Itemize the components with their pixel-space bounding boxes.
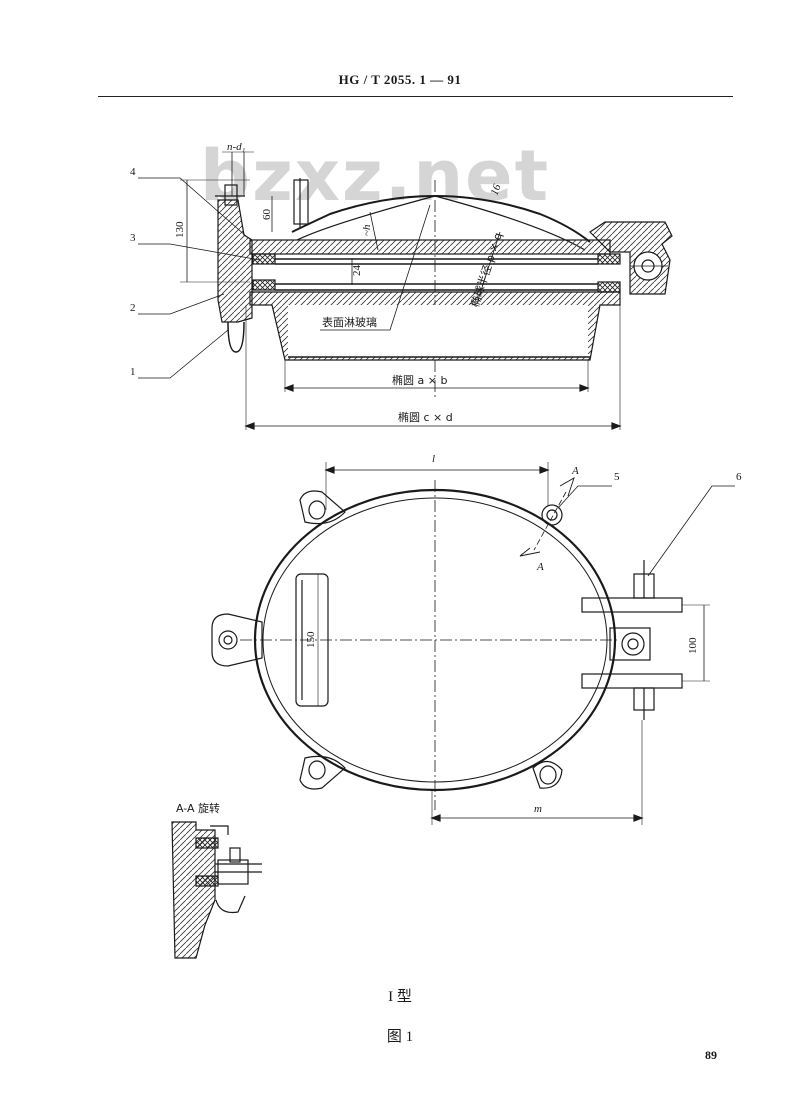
section-view bbox=[138, 151, 673, 430]
section-mark-a-top: A bbox=[571, 465, 579, 477]
dim-130-label: 130 bbox=[174, 221, 186, 238]
watermark: bzxz.net bbox=[200, 135, 551, 217]
figure-type-caption: I 型 bbox=[388, 989, 412, 1005]
gasket-right-lower bbox=[597, 281, 621, 293]
plan-view bbox=[211, 462, 735, 825]
dim-m-label: m bbox=[534, 803, 542, 815]
section-mark-a-bottom: A bbox=[536, 561, 544, 573]
hinge-bar-bottom bbox=[581, 673, 683, 689]
clamp-handle bbox=[227, 321, 245, 353]
header-rule bbox=[98, 96, 733, 97]
upper-flange bbox=[249, 239, 611, 255]
page-number: 89 bbox=[705, 1048, 717, 1062]
gasket-left-lower bbox=[252, 279, 276, 291]
stud bbox=[293, 179, 309, 225]
lug-bottom-left bbox=[299, 755, 346, 790]
dim-24-label: 24 bbox=[351, 265, 363, 277]
sight-glass bbox=[295, 573, 329, 707]
ellipse-cd-label: 椭圆 c × d bbox=[398, 410, 453, 424]
part-label-4: 4 bbox=[130, 166, 136, 178]
dim-100-label: 100 bbox=[687, 637, 699, 654]
part-label-6: 6 bbox=[736, 471, 742, 483]
part-label-2: 2 bbox=[130, 302, 136, 314]
dome-inner bbox=[296, 195, 586, 251]
part-label-3: 3 bbox=[130, 232, 136, 244]
left-pivot bbox=[211, 613, 263, 667]
part-label-1: 1 bbox=[130, 366, 136, 378]
dim-16-label: 16 bbox=[489, 182, 504, 197]
surface-glass-label: 表面淋玻璃 bbox=[322, 315, 377, 329]
clamp-left bbox=[217, 199, 253, 323]
dim-150-label: 150 bbox=[305, 631, 317, 648]
lug-bottom-right bbox=[532, 760, 563, 789]
gasket-right bbox=[597, 253, 621, 265]
bolt-head bbox=[224, 184, 238, 206]
ellipse-ab-label: 椭圆 a × b bbox=[392, 373, 447, 387]
dim-l-label: l bbox=[432, 453, 435, 465]
dim-h-label: ~h bbox=[361, 224, 373, 236]
detail-section-aa bbox=[171, 821, 262, 959]
figure-caption: 图 1 bbox=[386, 1029, 414, 1045]
lug-top-left bbox=[299, 490, 346, 525]
dim-60-label: 60 bbox=[261, 209, 273, 221]
part-label-5: 5 bbox=[614, 471, 620, 483]
dome-outer bbox=[291, 195, 591, 243]
detail-title: A-A 旋转 bbox=[176, 801, 220, 815]
bolt-spec-label: n-d₁ bbox=[227, 141, 246, 153]
standard-code: HG / T 2055. 1 — 91 bbox=[338, 72, 462, 87]
hinge-block bbox=[609, 627, 651, 661]
bolt-5 bbox=[541, 504, 563, 526]
hinge-bar-top bbox=[581, 597, 683, 613]
